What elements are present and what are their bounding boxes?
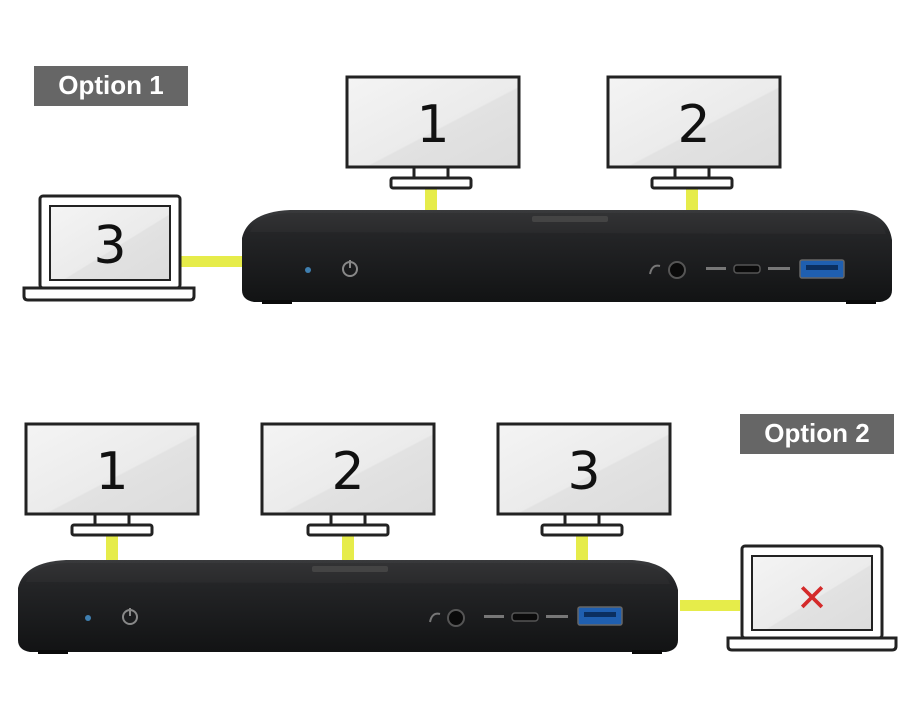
option-2-group: Option 2 1 2 3	[18, 414, 898, 654]
laptop: 3	[22, 194, 196, 302]
cable-monitor-2	[686, 185, 698, 213]
usb-symbol-icon	[484, 615, 504, 618]
cross-icon: ✕	[796, 576, 828, 620]
audio-jack-icon	[429, 609, 465, 627]
docking-station	[18, 560, 678, 654]
monitor-number: 2	[677, 95, 710, 155]
monitor-2: 2	[606, 75, 782, 190]
docking-station	[242, 210, 892, 304]
usb-c-port	[733, 264, 761, 274]
laptop-number: 3	[93, 216, 126, 276]
monitor-1: 1	[345, 75, 521, 190]
cable-laptop	[680, 600, 740, 611]
option-1-label-text: Option 1	[58, 70, 163, 100]
usb-symbol-icon	[768, 267, 790, 270]
monitor-number: 3	[567, 442, 600, 502]
cable-monitor-3	[576, 534, 588, 560]
option-1-label: Option 1	[34, 66, 188, 106]
dock-logo	[532, 216, 608, 222]
monitor-number: 1	[95, 442, 128, 502]
monitor-number: 1	[416, 95, 449, 155]
usb-c-port	[511, 612, 539, 622]
cable-laptop	[180, 256, 242, 267]
power-button-icon	[122, 608, 138, 625]
monitor-1: 1	[24, 422, 200, 537]
option-1-group: Option 1 1 2 3	[22, 66, 892, 304]
cable-monitor-1	[425, 185, 437, 213]
cable-monitor-2	[342, 534, 354, 560]
status-led	[85, 615, 91, 621]
option-2-label: Option 2	[740, 414, 894, 454]
usb-symbol-icon	[546, 615, 568, 618]
monitor-2: 2	[260, 422, 436, 537]
usb-symbol-icon	[706, 267, 726, 270]
monitor-number: 2	[331, 442, 364, 502]
power-button-icon	[342, 260, 358, 277]
laptop: ✕	[726, 544, 898, 652]
option-2-label-text: Option 2	[764, 418, 869, 448]
dock-logo	[312, 566, 388, 572]
cable-monitor-1	[106, 534, 118, 560]
monitor-3: 3	[496, 422, 672, 537]
audio-jack-icon	[649, 261, 686, 279]
status-led	[305, 267, 311, 273]
